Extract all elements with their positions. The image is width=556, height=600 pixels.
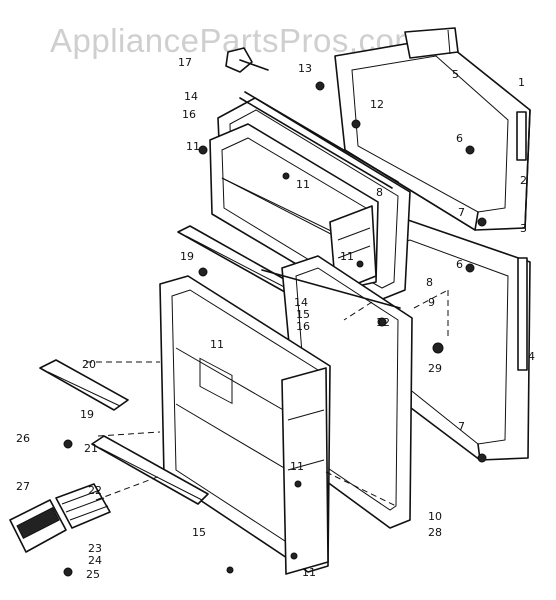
callout-11f: 11: [302, 566, 316, 579]
callout-10: 10: [428, 510, 442, 523]
callout-8b: 8: [426, 276, 433, 289]
upper-inner-liner: [209, 123, 379, 293]
callout-19a: 19: [180, 250, 194, 263]
callout-2: 2: [520, 174, 527, 187]
callout-27: 27: [16, 480, 30, 493]
callout-12b: 12: [376, 316, 390, 329]
callout-26: 26: [16, 432, 30, 445]
callout-29: 29: [428, 362, 442, 375]
callout-7b: 7: [458, 420, 465, 433]
callout-12a: 12: [370, 98, 384, 111]
callout-20: 20: [82, 358, 96, 371]
callout-6a: 6: [456, 132, 463, 145]
callout-1: 1: [518, 76, 525, 89]
callout-25: 25: [86, 568, 100, 581]
callout-15a: 15: [296, 308, 310, 321]
handle-trim: [39, 359, 129, 411]
callout-22: 22: [88, 484, 102, 497]
callout-5: 5: [452, 68, 459, 81]
callout-4: 4: [528, 350, 535, 363]
callout-13: 13: [298, 62, 312, 75]
callout-14a: 14: [184, 90, 198, 103]
callout-24: 24: [88, 554, 102, 567]
callout-19b: 19: [80, 408, 94, 421]
callout-7a: 7: [458, 206, 465, 219]
callout-15b: 15: [192, 526, 206, 539]
callout-28: 28: [428, 526, 442, 539]
callout-9: 9: [428, 296, 435, 309]
assembly-guides: [86, 289, 449, 507]
callout-14b: 14: [294, 296, 308, 309]
lower-shelf-rail: [91, 435, 209, 505]
fan-blade: [225, 47, 269, 73]
callout-8a: 8: [376, 186, 383, 199]
callout-11b: 11: [296, 178, 310, 191]
screws: [63, 81, 487, 577]
callout-17: 17: [178, 56, 192, 69]
callout-3: 3: [520, 222, 527, 235]
callout-11d: 11: [210, 338, 224, 351]
callout-11a: 11: [186, 140, 200, 153]
callout-21: 21: [84, 442, 98, 455]
callout-11c: 11: [340, 250, 354, 263]
callout-23: 23: [88, 542, 102, 555]
callout-6b: 6: [456, 258, 463, 271]
callout-11e: 11: [290, 460, 304, 473]
callout-16a: 16: [182, 108, 196, 121]
callout-16b: 16: [296, 320, 310, 333]
callout-labels: 1 2 3 4 5 6 6 7 7 8 8 9 10 11 11 11 11 1…: [16, 56, 535, 581]
control-module: [9, 483, 111, 553]
